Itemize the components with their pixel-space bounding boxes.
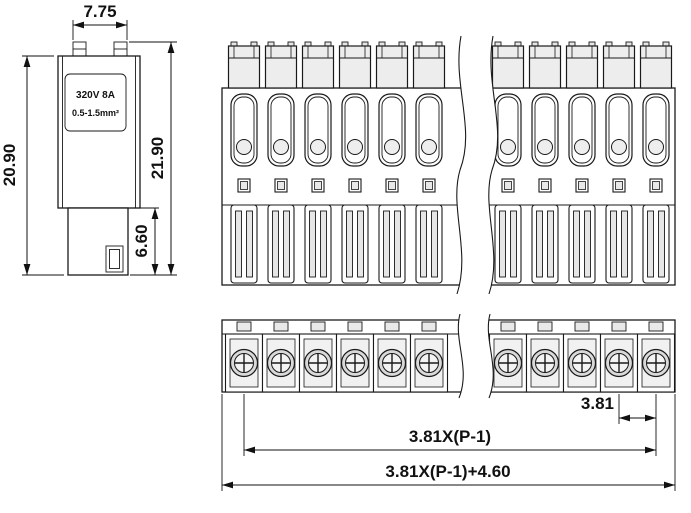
pole-unit [227, 41, 261, 284]
pole-unit [491, 41, 525, 284]
break-line [457, 313, 464, 399]
dim-body-height-label: 20.90 [0, 144, 19, 187]
rating-label-box [64, 73, 127, 132]
pole-unit [528, 41, 562, 284]
bottom-view-dimensions: 3.81 3.81X(P-1) 3.81X(P-1)+4.60 [221, 394, 676, 491]
dim-plug-height-label: 6.60 [132, 224, 151, 257]
pole-unit [375, 41, 409, 284]
pole-unit [602, 41, 636, 284]
break-gap [456, 36, 498, 294]
pole-unit [264, 41, 298, 284]
rating-wire-range: 0.5-1.5mm² [72, 108, 119, 118]
side-prong-right [113, 41, 128, 58]
front-view [221, 35, 676, 295]
dim-pitch-label: 3.81 [581, 394, 614, 413]
pole-unit [412, 41, 446, 284]
pole-unit [639, 41, 673, 284]
dim-total-width-label: 3.81X(P-1)+4.60 [385, 462, 510, 481]
side-plug-latch [105, 245, 124, 273]
side-prong-left [72, 41, 87, 58]
side-view-dimensions: 7.75 20.90 21.90 6.60 [0, 2, 177, 276]
dim-total-height-label: 21.90 [148, 137, 167, 180]
break-gap [458, 314, 494, 398]
pole-unit [565, 41, 599, 284]
dim-top-width-label: 7.75 [83, 2, 116, 21]
break-line [488, 35, 499, 295]
pole-unit [338, 41, 372, 284]
rating-voltage-current: 320V 8A [76, 90, 115, 101]
bottom-view [221, 313, 676, 399]
pole-unit [301, 41, 335, 284]
break-line [487, 313, 494, 399]
break-line [456, 35, 467, 295]
dim-pole-span-label: 3.81X(P-1) [409, 427, 491, 446]
side-view: 320V 8A 0.5-1.5mm² [57, 41, 141, 276]
